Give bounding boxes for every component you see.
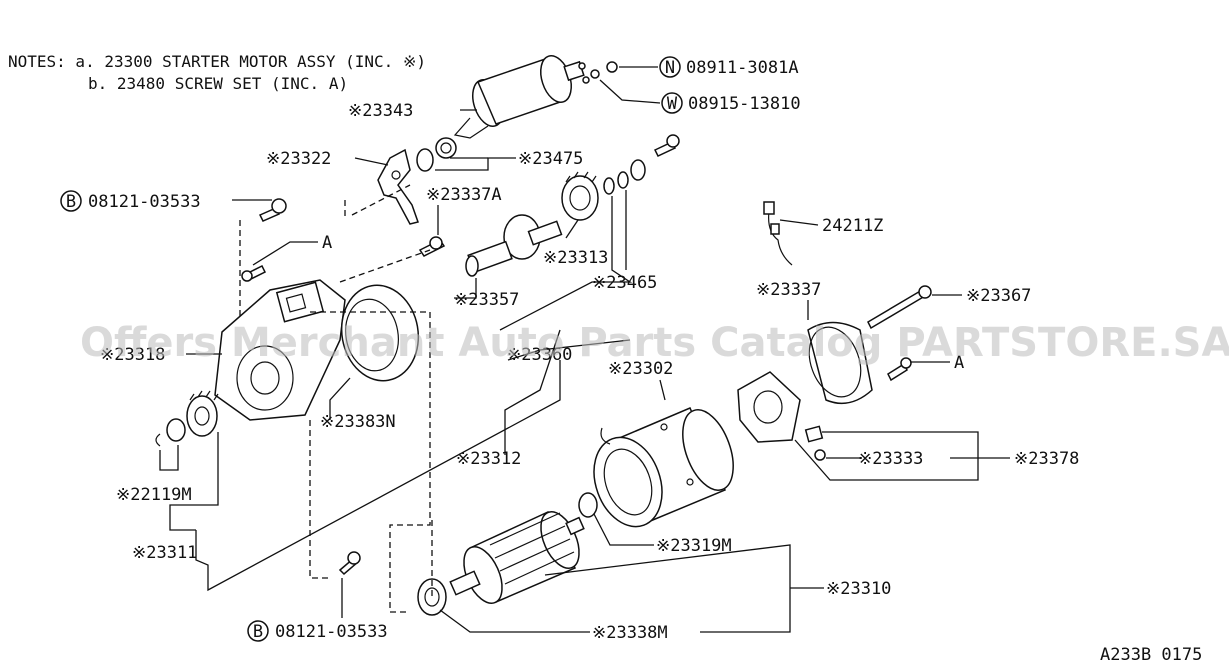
- screw-a-right-part: [887, 357, 912, 382]
- label-24211Z: 24211Z: [822, 216, 883, 236]
- b-marker-bottom-circle: [247, 620, 269, 642]
- n-marker-circle: [659, 56, 681, 78]
- label-23333: ※23333: [858, 449, 923, 469]
- label-08121-03533-top: 08121-03533: [88, 192, 201, 212]
- b-marker-top-circle: [60, 190, 82, 212]
- spring-23475-part: [416, 137, 457, 172]
- overrunning-clutch-23357-part: [465, 214, 563, 277]
- label-23311: ※23311: [132, 543, 197, 563]
- watermark-text: Offers Merchant Auto Parts Catalog PARTS…: [80, 320, 1229, 366]
- label-23475: ※23475: [518, 149, 583, 169]
- label-08121-03533-bottom: 08121-03533: [275, 622, 388, 642]
- label-23318: ※23318: [100, 345, 165, 365]
- w-marker-circle: [661, 92, 683, 114]
- label-23360: ※23360: [507, 345, 572, 365]
- label-23357: ※23357: [454, 290, 519, 310]
- cover-23383N-part: [340, 284, 420, 382]
- label-a-right: A: [954, 353, 964, 373]
- bolt-08121-top-part: [258, 198, 287, 222]
- label-23322: ※23322: [266, 149, 331, 169]
- yoke-23302-part: [593, 407, 734, 528]
- stop-rings-23465-part: [603, 159, 646, 195]
- label-23312: ※23312: [456, 449, 521, 469]
- w-marker-letter: W: [667, 94, 678, 114]
- label-a-left: A: [322, 233, 332, 253]
- armature-23310-part: [449, 511, 585, 604]
- rear-cover-23337-part: [807, 321, 873, 405]
- label-23343: ※23343: [348, 101, 413, 121]
- diagram-code: A233B 0175: [1100, 645, 1202, 665]
- bearing-23319M-part: [578, 492, 598, 518]
- bolt-23337A-part: [418, 236, 446, 257]
- pinion-gear-23313-part: [561, 171, 599, 221]
- notes-line-b: b. 23480 SCREW SET (INC. A): [88, 74, 348, 93]
- label-23302: ※23302: [608, 359, 673, 379]
- notes-line-a: NOTES: a. 23300 STARTER MOTOR ASSY (INC.…: [8, 52, 426, 71]
- label-23310: ※23310: [826, 579, 891, 599]
- through-bolt-23367-part: [867, 285, 932, 330]
- label-23465: ※23465: [592, 273, 657, 293]
- b-marker-bottom-letter: B: [253, 622, 263, 642]
- label-22119M: ※22119M: [116, 485, 192, 505]
- label-08915-13810: 08915-13810: [688, 94, 801, 114]
- pinion-22119M-part: [155, 390, 219, 447]
- label-23367: ※23367: [966, 286, 1031, 306]
- label-23313: ※23313: [543, 248, 608, 268]
- solenoid-23343-part: [453, 55, 590, 139]
- label-23383N: ※23383N: [320, 412, 396, 432]
- label-23378: ※23378: [1014, 449, 1079, 469]
- bolt-08121-bottom-part: [338, 551, 361, 576]
- wire-harness-24211Z-part: [763, 201, 793, 266]
- label-08911-3081A: 08911-3081A: [686, 58, 799, 78]
- shift-lever-23322-part: [377, 148, 419, 225]
- brush-holder-23378-part: [737, 371, 826, 461]
- label-23337: ※23337: [756, 280, 821, 300]
- screw-top-right-part: [653, 134, 680, 157]
- nut-08911-part: [606, 61, 618, 73]
- label-23319M: ※23319M: [656, 536, 732, 556]
- bearing-23338M-part: [417, 578, 447, 616]
- label-23338M: ※23338M: [592, 623, 668, 643]
- screw-a-left-part: [241, 264, 267, 282]
- b-marker-top-letter: B: [66, 192, 76, 212]
- label-23337A: ※23337A: [426, 185, 502, 205]
- washer-08915-part: [590, 69, 600, 79]
- n-marker-letter: N: [665, 58, 675, 78]
